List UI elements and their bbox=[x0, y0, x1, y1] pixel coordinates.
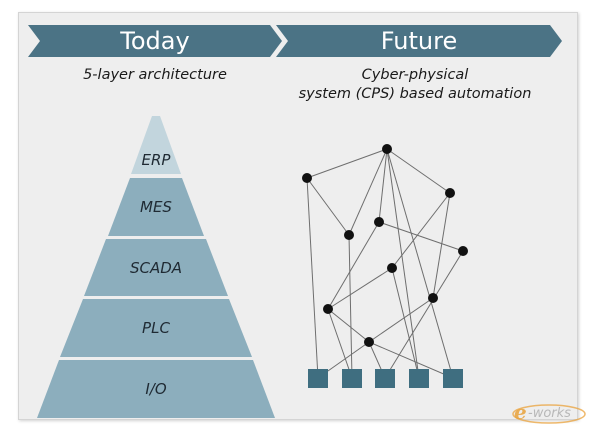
field-device bbox=[375, 369, 395, 388]
today-banner bbox=[28, 25, 282, 57]
layer-label-plc: PLC bbox=[142, 319, 170, 337]
cps-node bbox=[428, 293, 438, 303]
svg-text:-works: -works bbox=[528, 406, 571, 421]
cps-node bbox=[374, 217, 384, 227]
pyramid-layer-mes bbox=[108, 178, 204, 236]
field-device bbox=[342, 369, 362, 388]
cps-node bbox=[364, 337, 374, 347]
cps-nodes bbox=[302, 144, 468, 347]
pyramid-layer-scada bbox=[84, 239, 228, 296]
field-device bbox=[308, 369, 328, 388]
field-device bbox=[409, 369, 429, 388]
cps-devices bbox=[308, 369, 463, 388]
left-subtitle: 5-layer architecture bbox=[83, 67, 227, 83]
today-title: Today bbox=[120, 27, 190, 55]
layer-label-io: I/O bbox=[145, 380, 167, 398]
cps-node bbox=[302, 173, 312, 183]
header-banners bbox=[28, 25, 562, 57]
layer-label-scada: SCADA bbox=[129, 259, 183, 277]
pyramid bbox=[37, 116, 275, 418]
pyramid-layer-io bbox=[37, 360, 275, 418]
right-subtitle-line2: system (CPS) based automation bbox=[298, 86, 532, 102]
pyramid-layer-erp bbox=[131, 116, 181, 174]
cps-node bbox=[344, 230, 354, 240]
layer-label-erp: ERP bbox=[141, 151, 171, 169]
cps-node bbox=[382, 144, 392, 154]
future-title: Future bbox=[380, 27, 458, 55]
future-banner bbox=[276, 25, 562, 57]
layer-label-mes: MES bbox=[140, 198, 172, 216]
pyramid-layer-plc bbox=[60, 299, 252, 357]
svg-text:e: e bbox=[514, 400, 527, 424]
field-device bbox=[443, 369, 463, 388]
right-subtitle-line1: Cyber-physical bbox=[361, 67, 469, 83]
cps-edges bbox=[306, 148, 464, 379]
cps-node bbox=[323, 304, 333, 314]
cps-node bbox=[458, 246, 468, 256]
cps-node bbox=[445, 188, 455, 198]
cps-node bbox=[387, 263, 397, 273]
e-works-logo: e -works bbox=[512, 400, 586, 424]
